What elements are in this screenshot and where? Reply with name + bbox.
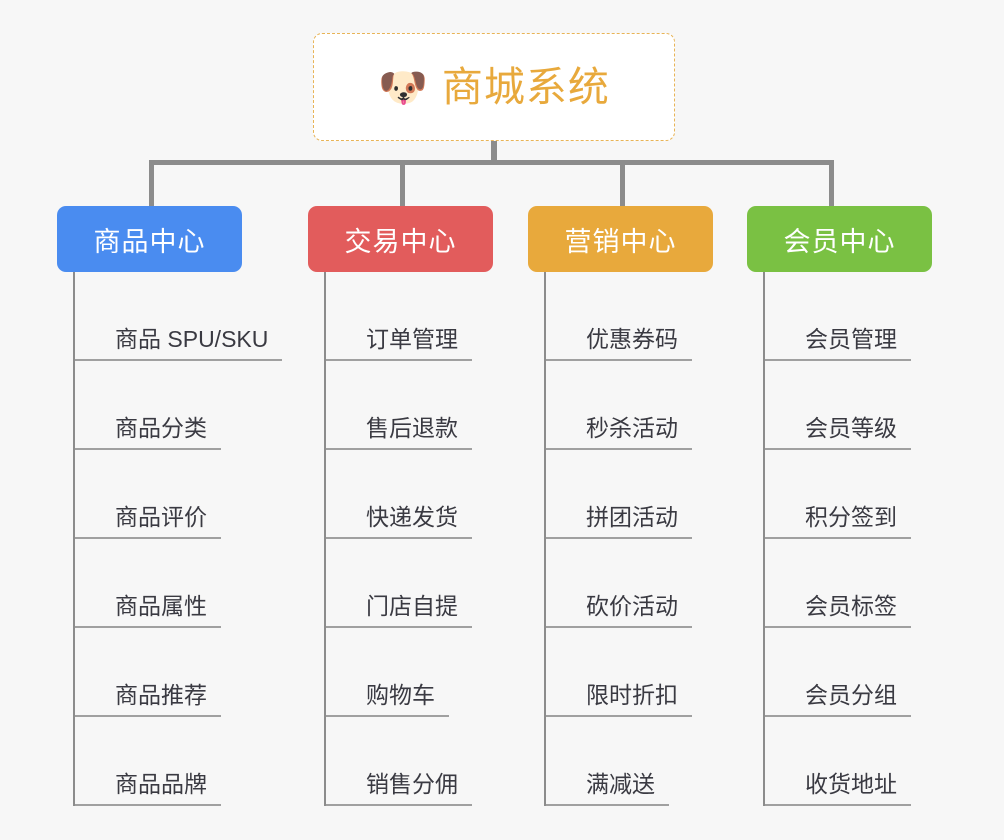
list-item[interactable]: 会员管理	[765, 272, 932, 361]
leaf-label: 订单管理	[326, 326, 472, 361]
list-item[interactable]: 会员分组	[765, 628, 932, 717]
connector-drop-4	[829, 160, 834, 208]
root-title: 商城系统	[441, 63, 610, 110]
branch-column-1: 商品中心 商品 SPU/SKU 商品分类 商品评价 商品属性 商品推荐 商品品牌	[57, 206, 283, 806]
connector-drop-3	[620, 160, 625, 208]
leaf-label: 商品分类	[75, 415, 221, 450]
list-item[interactable]: 门店自提	[326, 539, 493, 628]
list-item[interactable]: 优惠券码	[546, 272, 713, 361]
list-item[interactable]: 积分签到	[765, 450, 932, 539]
leaf-label: 商品评价	[75, 504, 221, 539]
list-item[interactable]: 商品评价	[75, 450, 282, 539]
branch-column-4: 会员中心 会员管理 会员等级 积分签到 会员标签 会员分组 收货地址	[747, 206, 932, 806]
list-item[interactable]: 砍价活动	[546, 539, 713, 628]
dog-face-icon: 🐶	[378, 66, 428, 110]
connector-drop-1	[149, 160, 154, 208]
leaf-label: 门店自提	[326, 593, 472, 628]
connector-root-stem	[491, 140, 497, 164]
list-item[interactable]: 限时折扣	[546, 628, 713, 717]
list-item[interactable]: 商品分类	[75, 361, 282, 450]
branch-header-product-center[interactable]: 商品中心	[57, 206, 242, 272]
branch-header-label: 会员中心	[783, 226, 896, 257]
leaf-label: 会员分组	[765, 682, 911, 717]
leaf-label: 优惠券码	[546, 326, 692, 361]
leaf-label: 收货地址	[765, 771, 911, 806]
leaf-label: 售后退款	[326, 415, 472, 450]
list-item[interactable]: 商品品牌	[75, 717, 282, 806]
branch-header-label: 交易中心	[344, 226, 457, 257]
leaf-label: 快递发货	[326, 504, 472, 539]
branch-column-3: 营销中心 优惠券码 秒杀活动 拼团活动 砍价活动 限时折扣 满减送	[528, 206, 713, 806]
leaf-label: 砍价活动	[546, 593, 692, 628]
list-item[interactable]: 订单管理	[326, 272, 493, 361]
branch-header-trade-center[interactable]: 交易中心	[308, 206, 493, 272]
list-item[interactable]: 商品推荐	[75, 628, 282, 717]
leaf-list-4: 会员管理 会员等级 积分签到 会员标签 会员分组 收货地址	[763, 272, 932, 806]
leaf-label: 秒杀活动	[546, 415, 692, 450]
list-item[interactable]: 快递发货	[326, 450, 493, 539]
leaf-label: 商品 SPU/SKU	[75, 326, 283, 361]
list-item[interactable]: 会员标签	[765, 539, 932, 628]
list-item[interactable]: 售后退款	[326, 361, 493, 450]
leaf-label: 满减送	[546, 771, 669, 806]
leaf-list-2: 订单管理 售后退款 快递发货 门店自提 购物车 销售分佣	[324, 272, 493, 806]
branch-header-marketing-center[interactable]: 营销中心	[528, 206, 713, 272]
connector-horizontal-bus	[149, 160, 833, 165]
leaf-label: 商品属性	[75, 593, 221, 628]
list-item[interactable]: 购物车	[326, 628, 493, 717]
leaf-label: 销售分佣	[326, 771, 472, 806]
leaf-label: 拼团活动	[546, 504, 692, 539]
list-item[interactable]: 会员等级	[765, 361, 932, 450]
leaf-list-3: 优惠券码 秒杀活动 拼团活动 砍价活动 限时折扣 满减送	[544, 272, 713, 806]
branch-header-label: 商品中心	[93, 226, 206, 257]
list-item[interactable]: 拼团活动	[546, 450, 713, 539]
list-item[interactable]: 商品属性	[75, 539, 282, 628]
branch-header-member-center[interactable]: 会员中心	[747, 206, 932, 272]
root-node[interactable]: 🐶 商城系统	[313, 33, 675, 141]
connector-drop-2	[400, 160, 405, 208]
branch-column-2: 交易中心 订单管理 售后退款 快递发货 门店自提 购物车 销售分佣	[308, 206, 493, 806]
leaf-label: 会员管理	[765, 326, 911, 361]
list-item[interactable]: 销售分佣	[326, 717, 493, 806]
list-item[interactable]: 满减送	[546, 717, 713, 806]
leaf-label: 商品推荐	[75, 682, 221, 717]
leaf-label: 限时折扣	[546, 682, 692, 717]
leaf-label: 积分签到	[765, 504, 911, 539]
list-item[interactable]: 商品 SPU/SKU	[75, 272, 283, 361]
leaf-label: 购物车	[326, 682, 449, 717]
leaf-list-1: 商品 SPU/SKU 商品分类 商品评价 商品属性 商品推荐 商品品牌	[73, 272, 283, 806]
leaf-label: 会员等级	[765, 415, 911, 450]
leaf-label: 商品品牌	[75, 771, 221, 806]
leaf-label: 会员标签	[765, 593, 911, 628]
branch-header-label: 营销中心	[564, 226, 677, 257]
list-item[interactable]: 收货地址	[765, 717, 932, 806]
list-item[interactable]: 秒杀活动	[546, 361, 713, 450]
